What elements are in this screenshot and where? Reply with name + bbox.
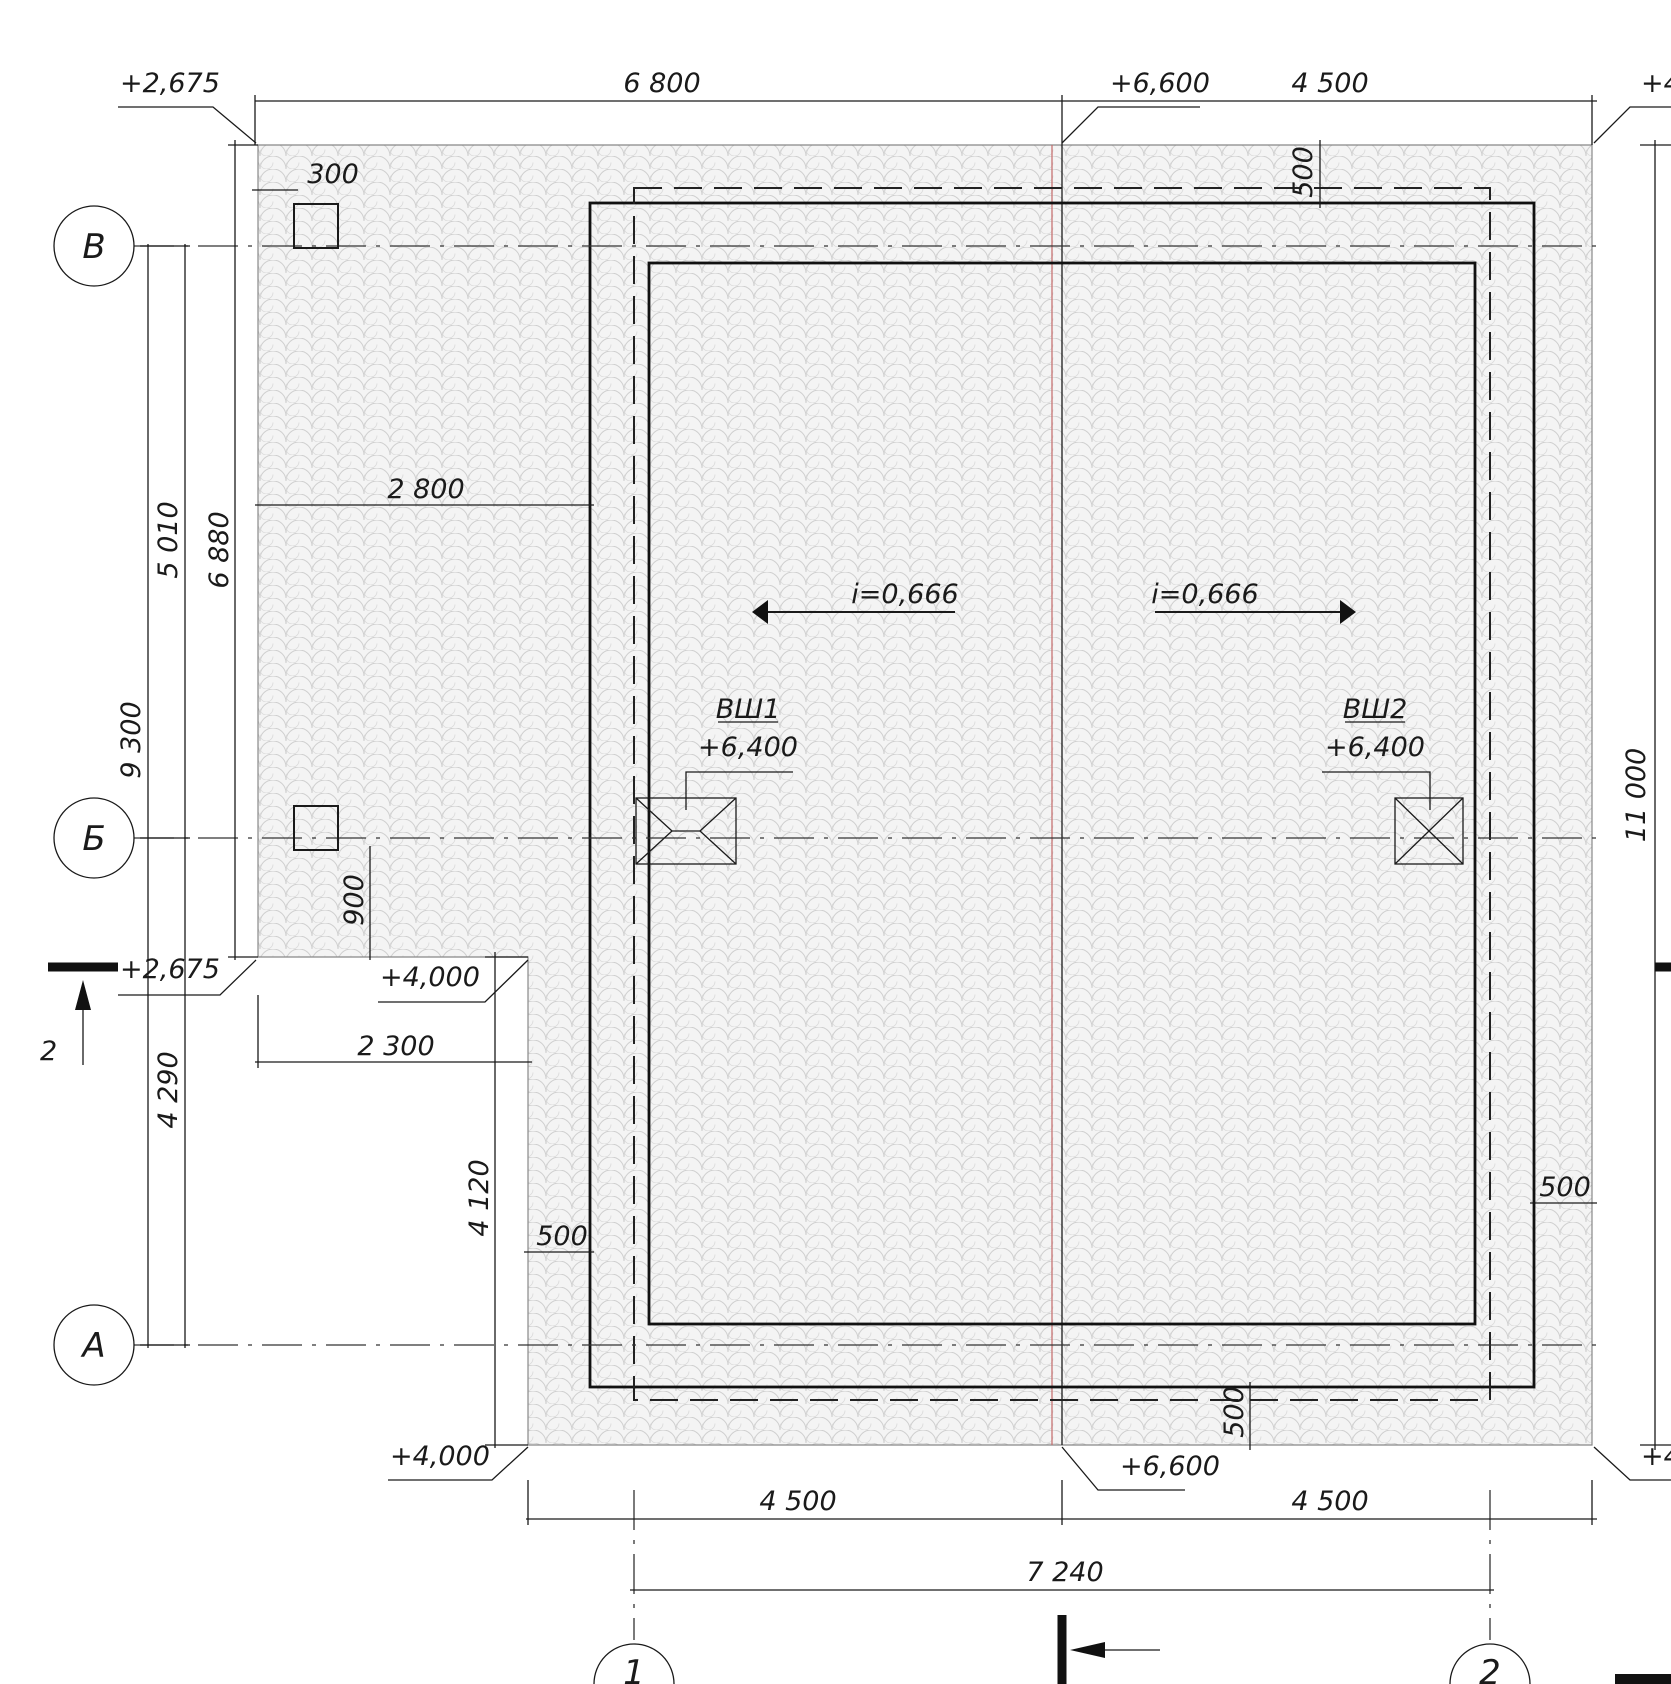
elev-bottom-mid: +6,600 bbox=[1120, 1451, 1220, 1482]
axis-label-v: В bbox=[82, 227, 105, 267]
elev-mid-left: +2,675 bbox=[120, 954, 220, 985]
dim-b-to-a: 4 290 bbox=[153, 1051, 184, 1128]
axis-label-2: 2 bbox=[1479, 1653, 1501, 1684]
axis-label-a: А bbox=[80, 1326, 105, 1366]
dim-2300: 2 300 bbox=[357, 1031, 434, 1062]
dim-300: 300 bbox=[307, 159, 359, 190]
dim-axis-span: 7 240 bbox=[1026, 1557, 1103, 1588]
dim-bottom-right: 4 500 bbox=[1291, 1486, 1368, 1517]
drain-right bbox=[1322, 721, 1464, 865]
elev-leader-bottom-right bbox=[1593, 1446, 1671, 1481]
inner-wall-contour bbox=[647, 261, 1477, 1326]
dim-left-overhang: 500 bbox=[536, 1221, 588, 1252]
dim-v-to-b: 5 010 bbox=[153, 501, 184, 578]
drain-left-level: +6,400 bbox=[698, 732, 798, 763]
dim-top-right: 4 500 bbox=[1291, 68, 1368, 99]
slope-left: i=0,666 bbox=[851, 579, 958, 610]
elev-leader-top-mid bbox=[1061, 106, 1200, 144]
dim-lower-block-height: 4 120 bbox=[464, 1159, 495, 1236]
dim-left-wing-height: 6 880 bbox=[204, 511, 235, 588]
dim-total-height: 11 000 bbox=[1621, 748, 1652, 842]
section-marker-corner bbox=[1615, 1674, 1671, 1684]
elev-leader-bottom-mid bbox=[1061, 1446, 1185, 1491]
axis-bubble-v: В bbox=[53, 205, 135, 287]
drain-left-name: ВШ1 bbox=[716, 694, 781, 725]
dim-bottom-overhang: 500 bbox=[1219, 1386, 1250, 1438]
dim-right-overhang: 500 bbox=[1539, 1172, 1591, 1203]
elev-top-right: +4 bbox=[1641, 68, 1671, 99]
axis-bubble-b: Б bbox=[53, 797, 135, 879]
dim-bottom-left: 4 500 bbox=[759, 1486, 836, 1517]
section-marker-bottom bbox=[1057, 1615, 1160, 1684]
dim-2800: 2 800 bbox=[387, 474, 464, 505]
axis-bubble-2: 2 bbox=[1449, 1643, 1531, 1684]
elev-bottom-right: +4 bbox=[1641, 1441, 1671, 1472]
drain-right-name: ВШ2 bbox=[1343, 694, 1408, 725]
elev-leader-mid-left bbox=[118, 959, 257, 996]
axis-bubble-1: 1 bbox=[593, 1643, 675, 1684]
elev-bottom-left: +4,000 bbox=[390, 1441, 490, 1472]
elev-top-mid: +6,600 bbox=[1110, 68, 1210, 99]
dim-900: 900 bbox=[339, 874, 370, 926]
dashed-contour bbox=[633, 187, 1491, 1401]
slope-right: i=0,666 bbox=[1151, 579, 1258, 610]
slope-arrowhead-left bbox=[752, 600, 768, 624]
dim-overall-left: 9 300 bbox=[116, 701, 147, 778]
dim-top-overhang: 500 bbox=[1288, 146, 1319, 198]
axis-label-1: 1 bbox=[623, 1653, 645, 1684]
drain-left bbox=[635, 721, 793, 865]
slope-arrowhead-right bbox=[1340, 600, 1356, 624]
outer-wall-contour bbox=[588, 201, 1536, 1389]
column-square-mid bbox=[293, 805, 339, 851]
section-label: 2 bbox=[40, 1036, 57, 1067]
elev-leader-top-left bbox=[118, 106, 257, 144]
dim-top-left: 6 800 bbox=[623, 68, 700, 99]
elev-mid-step: +4,000 bbox=[380, 962, 480, 993]
axis-bubble-a: А bbox=[53, 1304, 135, 1386]
drain-right-level: +6,400 bbox=[1325, 732, 1425, 763]
section-marker-left: 2 bbox=[40, 962, 118, 1067]
roof-surface bbox=[257, 144, 1593, 1446]
elev-leader-bottom-left bbox=[388, 1446, 529, 1481]
elev-leader-mid-step bbox=[378, 959, 529, 1003]
elev-leader-top-right bbox=[1593, 106, 1671, 144]
column-square-top bbox=[293, 203, 339, 249]
axis-label-b: Б bbox=[82, 819, 105, 859]
elev-top-left: +2,675 bbox=[120, 68, 220, 99]
